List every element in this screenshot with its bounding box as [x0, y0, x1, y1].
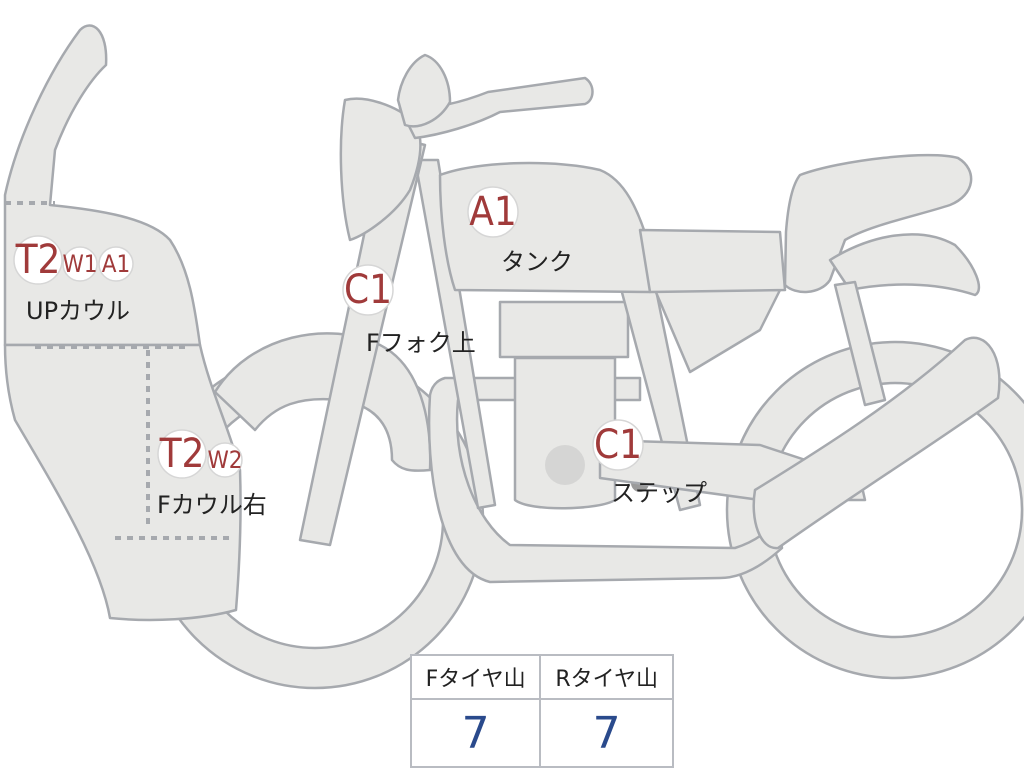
- front-cowl: [3, 343, 242, 622]
- up-cowl-badges: T2 W1 A1: [13, 235, 134, 285]
- tire-tread-table: Fタイヤ山 Rタイヤ山 7 7: [409, 654, 674, 768]
- rear-tire-header: Rタイヤ山: [539, 654, 674, 700]
- mirror: [396, 53, 452, 128]
- badge-up-cowl-2: W1: [62, 250, 97, 278]
- label-step: ステップ: [611, 479, 707, 507]
- label-tank: タンク: [501, 248, 573, 276]
- rear-shock: [833, 280, 887, 407]
- badge-f-cowl-1: T2: [159, 431, 205, 477]
- badge-up-cowl-1: T2: [15, 237, 61, 283]
- label-up-cowl: UPカウル: [26, 297, 130, 325]
- zone-dividers: [5, 201, 235, 540]
- badge-tank: A1: [469, 189, 517, 235]
- label-fork-upper: Fフォク上: [366, 329, 476, 357]
- front-tire-value: 7: [409, 698, 542, 768]
- f-cowl-badges: T2 W2: [157, 429, 243, 479]
- badge-up-cowl-3: A1: [102, 250, 131, 278]
- badge-fork-upper: C1: [344, 267, 392, 313]
- side-cover: [653, 288, 782, 374]
- label-f-cowl-right: Fカウル右: [157, 491, 267, 519]
- tail-fender: [828, 233, 981, 297]
- seat: [638, 228, 787, 294]
- badge-step: C1: [594, 422, 642, 468]
- front-tire-header: Fタイヤ山: [409, 654, 542, 700]
- badge-f-cowl-2: W2: [207, 446, 242, 474]
- rear-strut: [752, 336, 1001, 550]
- frame: [413, 158, 497, 510]
- rear-tire-value: 7: [539, 698, 674, 768]
